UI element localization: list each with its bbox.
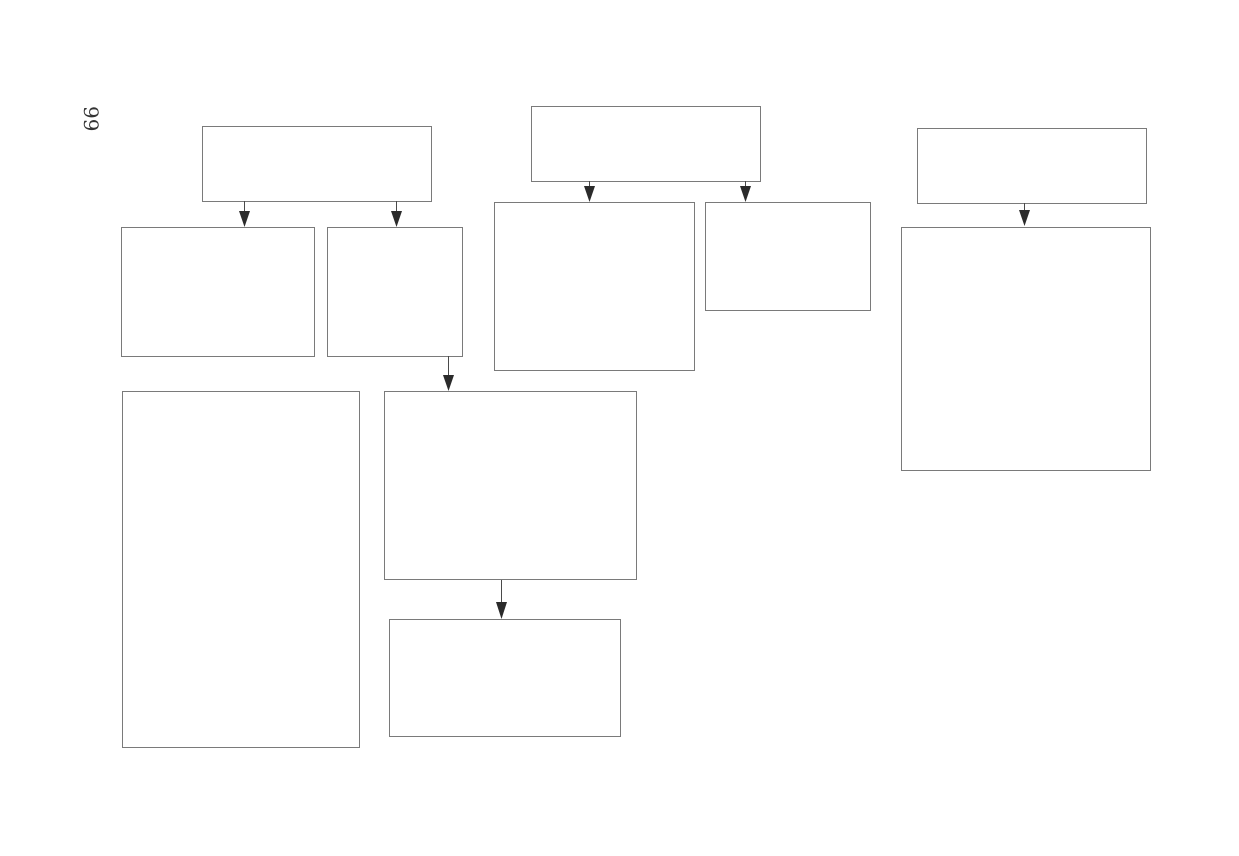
box-center-bottom: [389, 619, 621, 737]
arrow-middle-top-to-middle-child-a: [584, 181, 595, 202]
box-center-mid: [384, 391, 637, 580]
box-right-top: [917, 128, 1147, 204]
box-left-child-a: [121, 227, 315, 357]
arrow-center-mid-to-center-bottom: [496, 580, 507, 619]
box-left-top: [202, 126, 432, 202]
arrow-left-child-b-to-center-mid: [443, 356, 454, 391]
arrow-left-top-to-left-child-b: [391, 201, 402, 227]
box-middle-child-a: [494, 202, 695, 371]
box-right-child: [901, 227, 1151, 471]
arrow-right-top-to-right-child: [1019, 203, 1030, 226]
box-left-tall: [122, 391, 360, 748]
box-middle-child-b: [705, 202, 871, 311]
arrow-middle-top-to-middle-child-b: [740, 181, 751, 202]
box-left-child-b: [327, 227, 463, 357]
box-middle-top: [531, 106, 761, 182]
arrow-left-top-to-left-child-a: [239, 201, 250, 227]
